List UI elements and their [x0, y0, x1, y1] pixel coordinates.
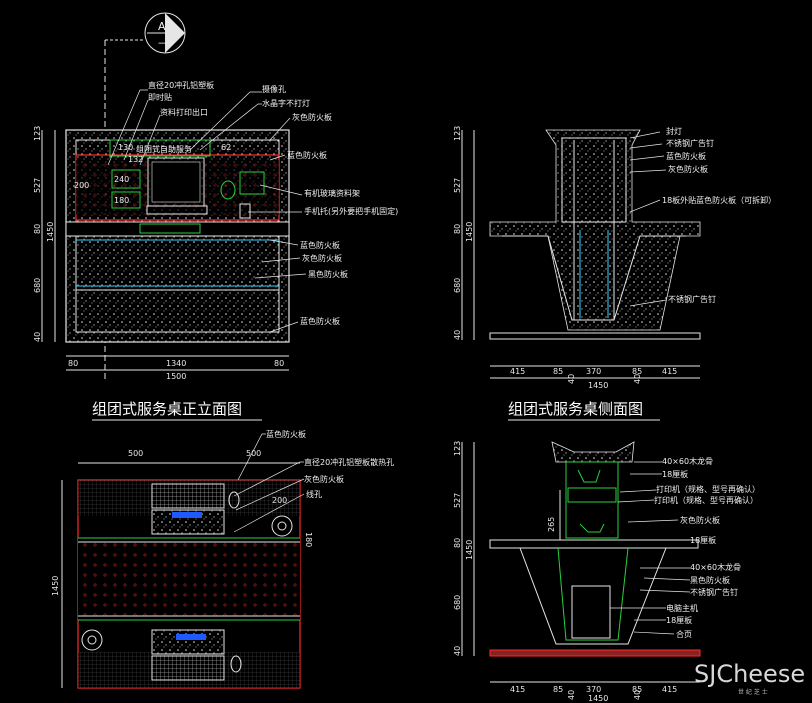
side-dim-80: 80: [453, 224, 462, 234]
side-label-steel-nail: 不锈钢广告钉: [666, 138, 714, 148]
front-label-gray-board-2: 灰色防火板: [302, 253, 342, 263]
front-label-sticker: 即时贴: [148, 92, 172, 102]
section-height-265: 265: [547, 517, 556, 532]
front-view-title: 组团式服务桌正立面图: [92, 400, 242, 418]
section-letter: A: [158, 20, 166, 33]
front-label-gray-board: 灰色防火板: [292, 112, 332, 122]
side-label-seal-light: 封灯: [666, 126, 682, 136]
section-dim-1450: 1450: [465, 540, 474, 560]
watermark-subtext: 世 纪 芝 士: [738, 688, 768, 696]
section-label-steel-nail: 不锈钢广告钉: [690, 587, 738, 597]
side-mark-40b: 40: [633, 374, 642, 384]
front-dim-bottom-1500: 1500: [166, 372, 186, 381]
side-dim-680: 680: [453, 278, 462, 293]
plan-dim-200: 200: [272, 496, 287, 505]
section-number: —: [158, 36, 169, 49]
plan-dim-500b: 500: [246, 449, 261, 458]
front-dim-40: 40: [33, 332, 42, 342]
side-label-steel-nail-2: 不锈钢广告钉: [668, 294, 716, 304]
section-dim-1450-bottom: 1450: [588, 694, 608, 703]
plan-view: 500 500 1450 200 180 蓝色防火板 直径20冲孔铝塑板散热孔 …: [51, 429, 394, 689]
side-label-blue-board: 蓝色防火板: [666, 151, 706, 161]
plan-label-vent-holes: 直径20冲孔铝塑板散热孔: [304, 457, 394, 467]
section-dim-85b: 85: [632, 685, 642, 694]
front-label-black-board: 黑色防火板: [308, 269, 348, 279]
front-label-print-outlet: 资料打印出口: [160, 107, 208, 117]
front-dim-bottom-80b: 80: [274, 359, 284, 368]
plan-dim-1450: 1450: [51, 576, 60, 596]
side-dim-415a: 415: [510, 367, 525, 376]
section-label-printer-2: 打印机（规格、型号再确认）: [654, 495, 758, 505]
section-label-gray-board: 灰色防火板: [680, 515, 720, 525]
front-label-crystal-text: 水晶字不打灯: [262, 98, 310, 108]
side-dim-1450: 1450: [465, 222, 474, 242]
side-label-removable-board: 18板外贴蓝色防火板（可拆卸）: [662, 195, 776, 205]
section-mark-40b: 40: [633, 690, 642, 700]
front-label-blue-board: 蓝色防火板: [287, 150, 327, 160]
section-label-wood-keel: 40×60木龙骨: [662, 456, 713, 466]
front-label-perforated: 直径20冲孔铝塑板: [148, 80, 214, 90]
section-label-computer: 电脑主机: [666, 603, 698, 613]
small-dim-180: 180: [114, 196, 129, 205]
section-dim-370: 370: [586, 685, 601, 694]
front-dim-bottom-80a: 80: [68, 359, 78, 368]
watermark: SJCheese 世 纪 芝 士: [694, 660, 805, 696]
front-label-acrylic-rack: 有机玻璃资料架: [304, 188, 360, 198]
side-dim-415b: 415: [662, 367, 677, 376]
section-label-18-board: 18厘板: [662, 469, 688, 479]
plan-label-gray-board: 灰色防火板: [304, 474, 344, 484]
section-dim-527: 527: [453, 493, 462, 508]
section-label-hinge: 合页: [676, 629, 692, 639]
section-dim-40: 40: [453, 646, 462, 656]
front-dim-680: 680: [33, 278, 42, 293]
side-view: 封灯 不锈钢广告钉 蓝色防火板 灰色防火板 18板外贴蓝色防火板（可拆卸） 不锈…: [453, 126, 776, 421]
section-label-18-board-2: 18厘板: [690, 535, 716, 545]
section-dim-680: 680: [453, 595, 462, 610]
side-label-gray-board: 灰色防火板: [668, 164, 708, 174]
front-label-phone-holder: 手机托(另外要把手机固定): [304, 206, 398, 216]
watermark-text: SJCheese: [694, 660, 805, 688]
section-label-black-board: 黑色防火板: [690, 575, 730, 585]
plan-dim-180: 180: [304, 532, 313, 547]
section-dim-85a: 85: [553, 685, 563, 694]
side-dim-85a: 85: [553, 367, 563, 376]
section-label-wood-keel-2: 40×60木龙骨: [690, 562, 741, 572]
front-dim-80: 80: [33, 224, 42, 234]
section-dim-123: 123: [453, 441, 462, 456]
small-dim-200: 200: [74, 181, 89, 190]
front-dim-123: 123: [33, 126, 42, 141]
front-dim-1450: 1450: [46, 222, 55, 242]
sign-number-left: 132: [128, 155, 143, 164]
side-dim-527: 527: [453, 178, 462, 193]
side-view-title: 组团式服务桌侧面图: [508, 400, 643, 418]
front-label-camera-hole: 摄像孔: [262, 84, 286, 94]
plan-dim-500a: 500: [128, 449, 143, 458]
front-label-blue-board-2: 蓝色防火板: [300, 240, 340, 250]
front-view: 组团式自助服务 62 132 240 180 130 200: [33, 80, 398, 421]
section-label-printer-1: 打印机（规格、型号再确认）: [656, 484, 760, 494]
section-mark-40a: 40: [567, 690, 576, 700]
small-dim-240: 240: [114, 175, 129, 184]
front-dim-527: 527: [33, 178, 42, 193]
small-dim-130: 130: [118, 143, 133, 152]
side-dim-370: 370: [586, 367, 601, 376]
section-label-18-board-3: 18厘板: [666, 615, 692, 625]
side-dim-1450-bottom: 1450: [588, 381, 608, 390]
front-dim-bottom-1340: 1340: [166, 359, 186, 368]
sign-number-right: 62: [221, 143, 231, 152]
sign-text: 组团式自助服务: [136, 144, 192, 154]
plan-label-blue-board: 蓝色防火板: [266, 429, 306, 439]
side-dim-85b: 85: [632, 367, 642, 376]
plan-label-cable-hole: 线孔: [306, 489, 322, 499]
section-view: 265 40×60木龙骨 18厘板 打印机（规格、型号再确认） 打印机（规格、型…: [453, 441, 760, 703]
section-dim-415a: 415: [510, 685, 525, 694]
front-label-blue-board-3: 蓝色防火板: [300, 316, 340, 326]
side-mark-40a: 40: [567, 374, 576, 384]
side-dim-40: 40: [453, 330, 462, 340]
side-dim-123: 123: [453, 126, 462, 141]
section-dim-415b: 415: [662, 685, 677, 694]
section-dim-80: 80: [453, 538, 462, 548]
